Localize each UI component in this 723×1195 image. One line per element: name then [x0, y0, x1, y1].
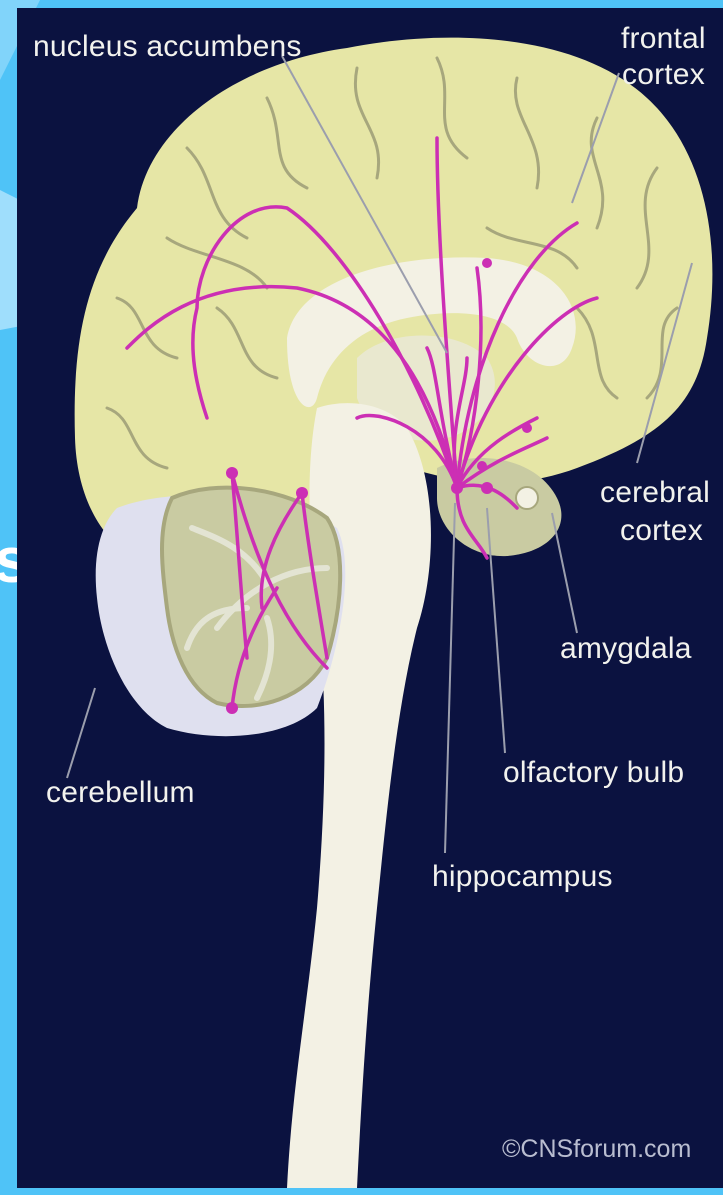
label-cerebellum: cerebellum — [46, 776, 195, 810]
brain-diagram-panel: nucleus accumbens frontal cortex cerebra… — [17, 8, 723, 1188]
brain-sagittal-illustration — [17, 8, 723, 1188]
label-frontal-cortex-line2: cortex — [622, 58, 705, 92]
label-frontal-cortex-line1: frontal — [621, 22, 706, 56]
label-nucleus-accumbens: nucleus accumbens — [33, 30, 302, 64]
label-hippocampus: hippocampus — [432, 860, 613, 894]
label-olfactory-bulb: olfactory bulb — [503, 756, 684, 790]
copyright-credit: ©CNSforum.com — [502, 1135, 691, 1164]
label-amygdala: amygdala — [560, 632, 692, 666]
label-cerebral-cortex-line2: cortex — [620, 514, 703, 548]
label-cerebral-cortex-line1: cerebral — [600, 476, 710, 510]
amygdala-shape — [516, 487, 538, 509]
